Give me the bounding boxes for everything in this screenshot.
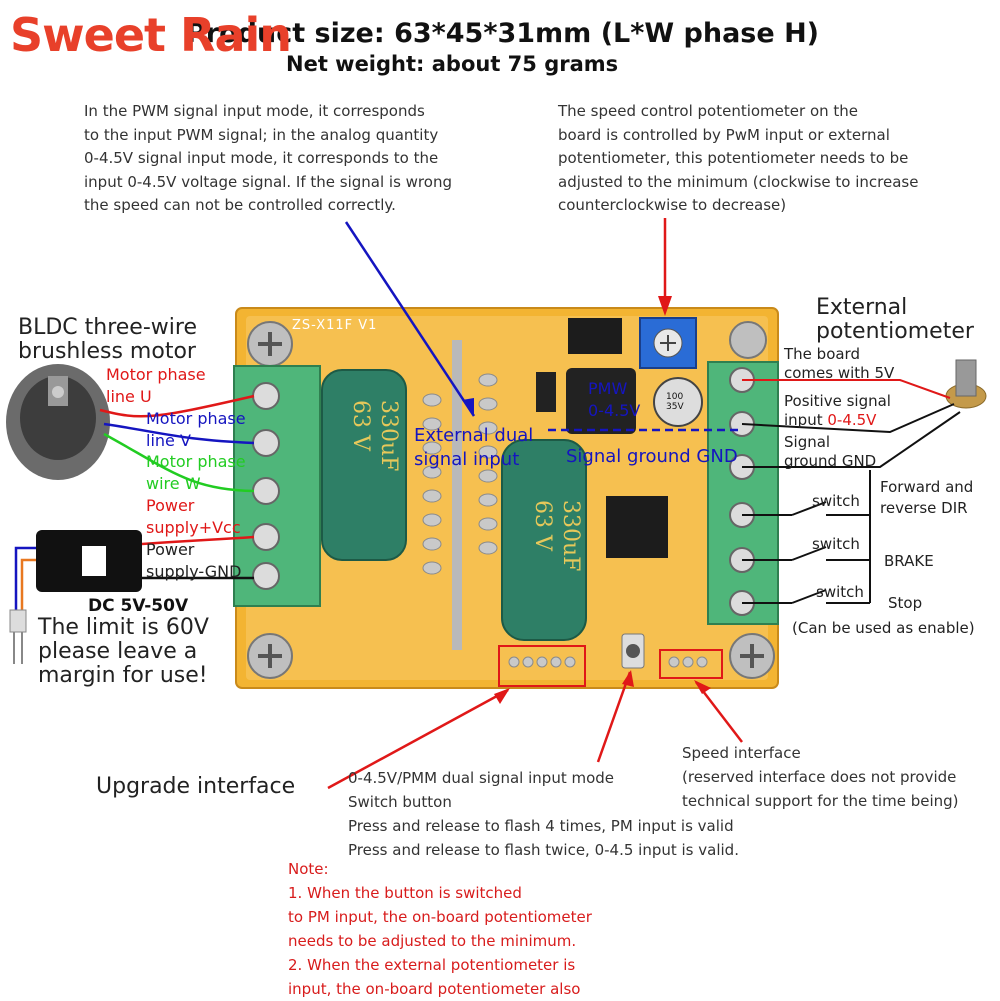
controller-board <box>233 307 779 689</box>
upgrade-port-highlight <box>498 645 586 687</box>
stop-label: Stop <box>888 594 923 612</box>
screw-top-right <box>729 321 767 359</box>
inductor <box>566 368 636 434</box>
enable-note: (Can be used as enable) <box>792 619 975 637</box>
switch-label-dir: switch <box>812 492 860 510</box>
diode <box>536 372 556 412</box>
bldc-motor <box>6 364 110 480</box>
switch-lines <box>742 470 871 604</box>
arrows <box>327 218 743 790</box>
net-weight: Net weight: about 75 grams <box>286 52 619 76</box>
brand-logo: Sweet Rain <box>10 8 292 62</box>
mosfet-chip <box>568 318 622 354</box>
brake-label: BRAKE <box>884 552 934 570</box>
small-capacitor <box>653 377 703 427</box>
ic-chip <box>606 496 668 558</box>
capacitor-2 <box>501 439 587 641</box>
switch-label-brake: switch <box>812 535 860 553</box>
screw-bottom-right <box>729 633 775 679</box>
screw-bottom-left <box>247 633 293 679</box>
signal-ground-label: Signal ground GND <box>566 446 738 467</box>
adapter-voltage: DC 5V-50V <box>88 596 189 616</box>
screw-top-left <box>247 321 293 367</box>
switch-label-stop: switch <box>816 583 864 601</box>
upgrade-interface-label: Upgrade interface <box>96 774 296 799</box>
signal-terminal <box>707 361 779 625</box>
speed-interface-description: Speed interface(reserved interface does … <box>682 744 959 810</box>
board-model: ZS-X11F V1 <box>292 318 378 333</box>
capacitor-1 <box>321 369 407 561</box>
pwm-description: In the PWM signal input mode, it corresp… <box>84 102 452 214</box>
external-potentiometer-part <box>945 359 987 409</box>
power-adapter <box>36 530 142 592</box>
speed-port-highlight <box>659 649 723 679</box>
product-size: Product size: 63*45*31mm (L*W phase H) <box>186 18 820 49</box>
